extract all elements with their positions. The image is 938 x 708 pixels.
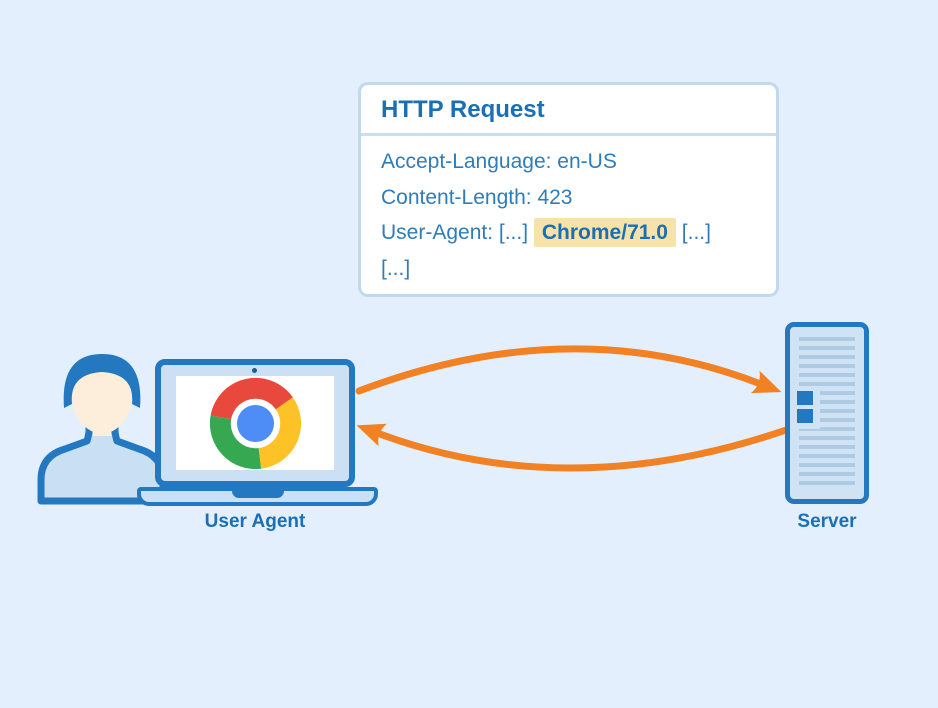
header-ellipsis: [...] [381,256,411,280]
user-face [72,360,132,434]
user-agent-highlight: Chrome/71.0 [533,218,676,247]
server-label: Server [797,511,857,532]
server-led-1 [797,391,813,405]
laptop-base-notch [231,491,284,498]
card-body: Accept-Language: en-US Content-Length: 4… [361,136,776,296]
user-agent-prefix: User-Agent: [...] [381,221,534,244]
chrome-logo-icon [209,377,301,469]
user-hair [63,354,141,408]
user-icon [37,354,167,505]
request-arrow-icon [355,345,782,395]
header-user-agent: User-Agent: [...] Chrome/71.0 [...] [381,215,756,251]
user-agent-label: User Agent [204,511,306,532]
laptop-icon [155,359,355,487]
user-agent-suffix: [...] [675,221,711,244]
laptop-base [137,487,378,506]
server-icon [785,322,869,504]
response-arrow-icon [356,423,790,472]
card-title: HTTP Request [361,85,776,136]
server-led-2 [797,409,813,423]
header-content-length: Content-Length: 423 [381,185,573,209]
laptop-display [176,376,334,470]
http-request-card: HTTP Request Accept-Language: en-US Cont… [358,82,779,297]
laptop-camera-dot [252,368,257,373]
header-accept-language: Accept-Language: en-US [381,150,617,173]
